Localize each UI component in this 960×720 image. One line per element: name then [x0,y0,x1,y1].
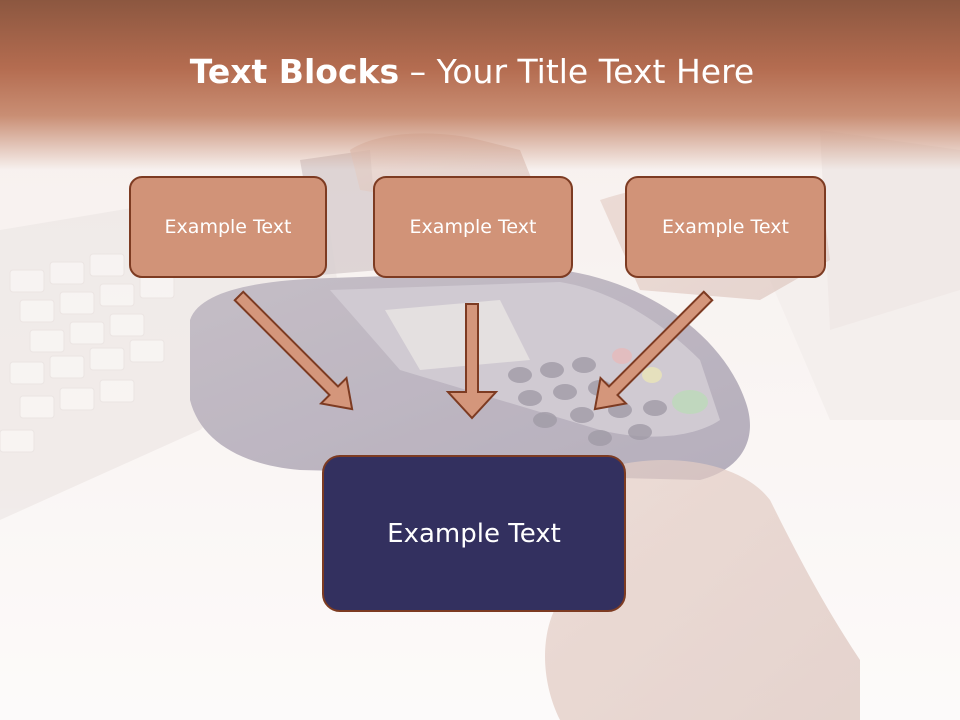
title-dash: – [399,52,437,91]
text-block-1: Example Text [129,176,327,278]
text-block-3: Example Text [625,176,826,278]
text-block-2: Example Text [373,176,573,278]
title-bold: Text Blocks [189,52,400,91]
text-block-2-label: Example Text [409,216,537,238]
main-text-block-label: Example Text [387,518,561,549]
text-block-3-label: Example Text [662,216,789,238]
main-text-block: Example Text [322,455,626,612]
slide-title: Text Blocks – Your Title Text Here [0,52,944,91]
title-rest: Your Title Text Here [436,52,755,91]
text-block-1-label: Example Text [164,216,292,238]
keyboard-shape [0,200,340,520]
header-band [0,0,960,170]
